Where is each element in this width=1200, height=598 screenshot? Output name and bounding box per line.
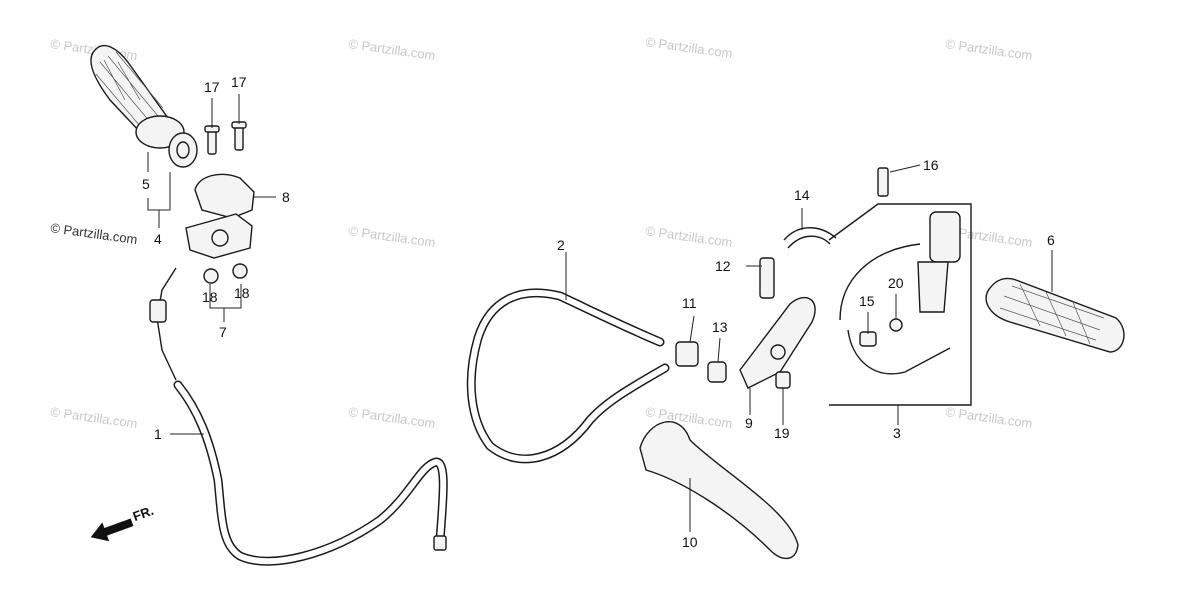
arrow-icon: [90, 518, 134, 542]
watermark-text: © Partzilla.com: [645, 34, 734, 61]
throttle-grip-part: [90, 45, 198, 168]
callout-15: 15: [859, 293, 875, 309]
callout-20: 20: [888, 275, 904, 291]
watermark-prominent: © Partzilla.com: [50, 220, 139, 247]
leader-lines: [147, 94, 1053, 532]
callout-8: 8: [282, 189, 290, 205]
callout-18: 18: [202, 289, 218, 305]
clutch-lever-part: [639, 421, 799, 560]
callout-19: 19: [774, 425, 790, 441]
callout-3: 3: [893, 425, 901, 441]
cable-adjuster-part: [675, 341, 727, 383]
callout-5: 5: [142, 176, 150, 192]
callout-1: 1: [154, 426, 162, 442]
throttle-cable-part: [149, 267, 448, 566]
callout-14: 14: [794, 187, 810, 203]
callout-17: 17: [231, 74, 247, 90]
callout-11: 11: [682, 295, 697, 311]
watermark-text: © Partzilla.com: [348, 223, 437, 250]
watermark-text: © Partzilla.com: [945, 36, 1034, 63]
watermark-text: © Partzilla.com: [945, 404, 1034, 431]
screws-17: [204, 121, 247, 155]
clutch-lever-bracket-part: [739, 227, 837, 389]
switch-assembly-part: [828, 167, 972, 406]
watermark-text: © Partzilla.com: [348, 36, 437, 63]
clutch-cable-part: [466, 288, 670, 464]
front-direction-label: FR.: [131, 503, 156, 524]
watermark-text: © Partzilla.com: [348, 404, 437, 431]
callout-16: 16: [923, 157, 939, 173]
front-direction-arrow: FR.: [90, 503, 156, 542]
callout-18: 18: [234, 285, 250, 301]
watermark-text: © Partzilla.com: [50, 404, 139, 431]
callout-10: 10: [682, 534, 698, 550]
callout-9: 9: [745, 415, 753, 431]
callout-labels: 1 2 3 4 5 6 7 8 9 10 11 12 13 14 15 16 1…: [142, 74, 1055, 550]
callout-7: 7: [219, 324, 227, 340]
callout-13: 13: [712, 319, 728, 335]
callout-6: 6: [1047, 232, 1055, 248]
callout-12: 12: [715, 258, 731, 274]
callout-2: 2: [557, 237, 565, 253]
right-grip-part: [985, 277, 1125, 353]
throttle-housing-part: [185, 173, 255, 284]
callout-17: 17: [204, 79, 220, 95]
watermark-text: © Partzilla.com: [645, 223, 734, 250]
callout-4: 4: [154, 231, 162, 247]
